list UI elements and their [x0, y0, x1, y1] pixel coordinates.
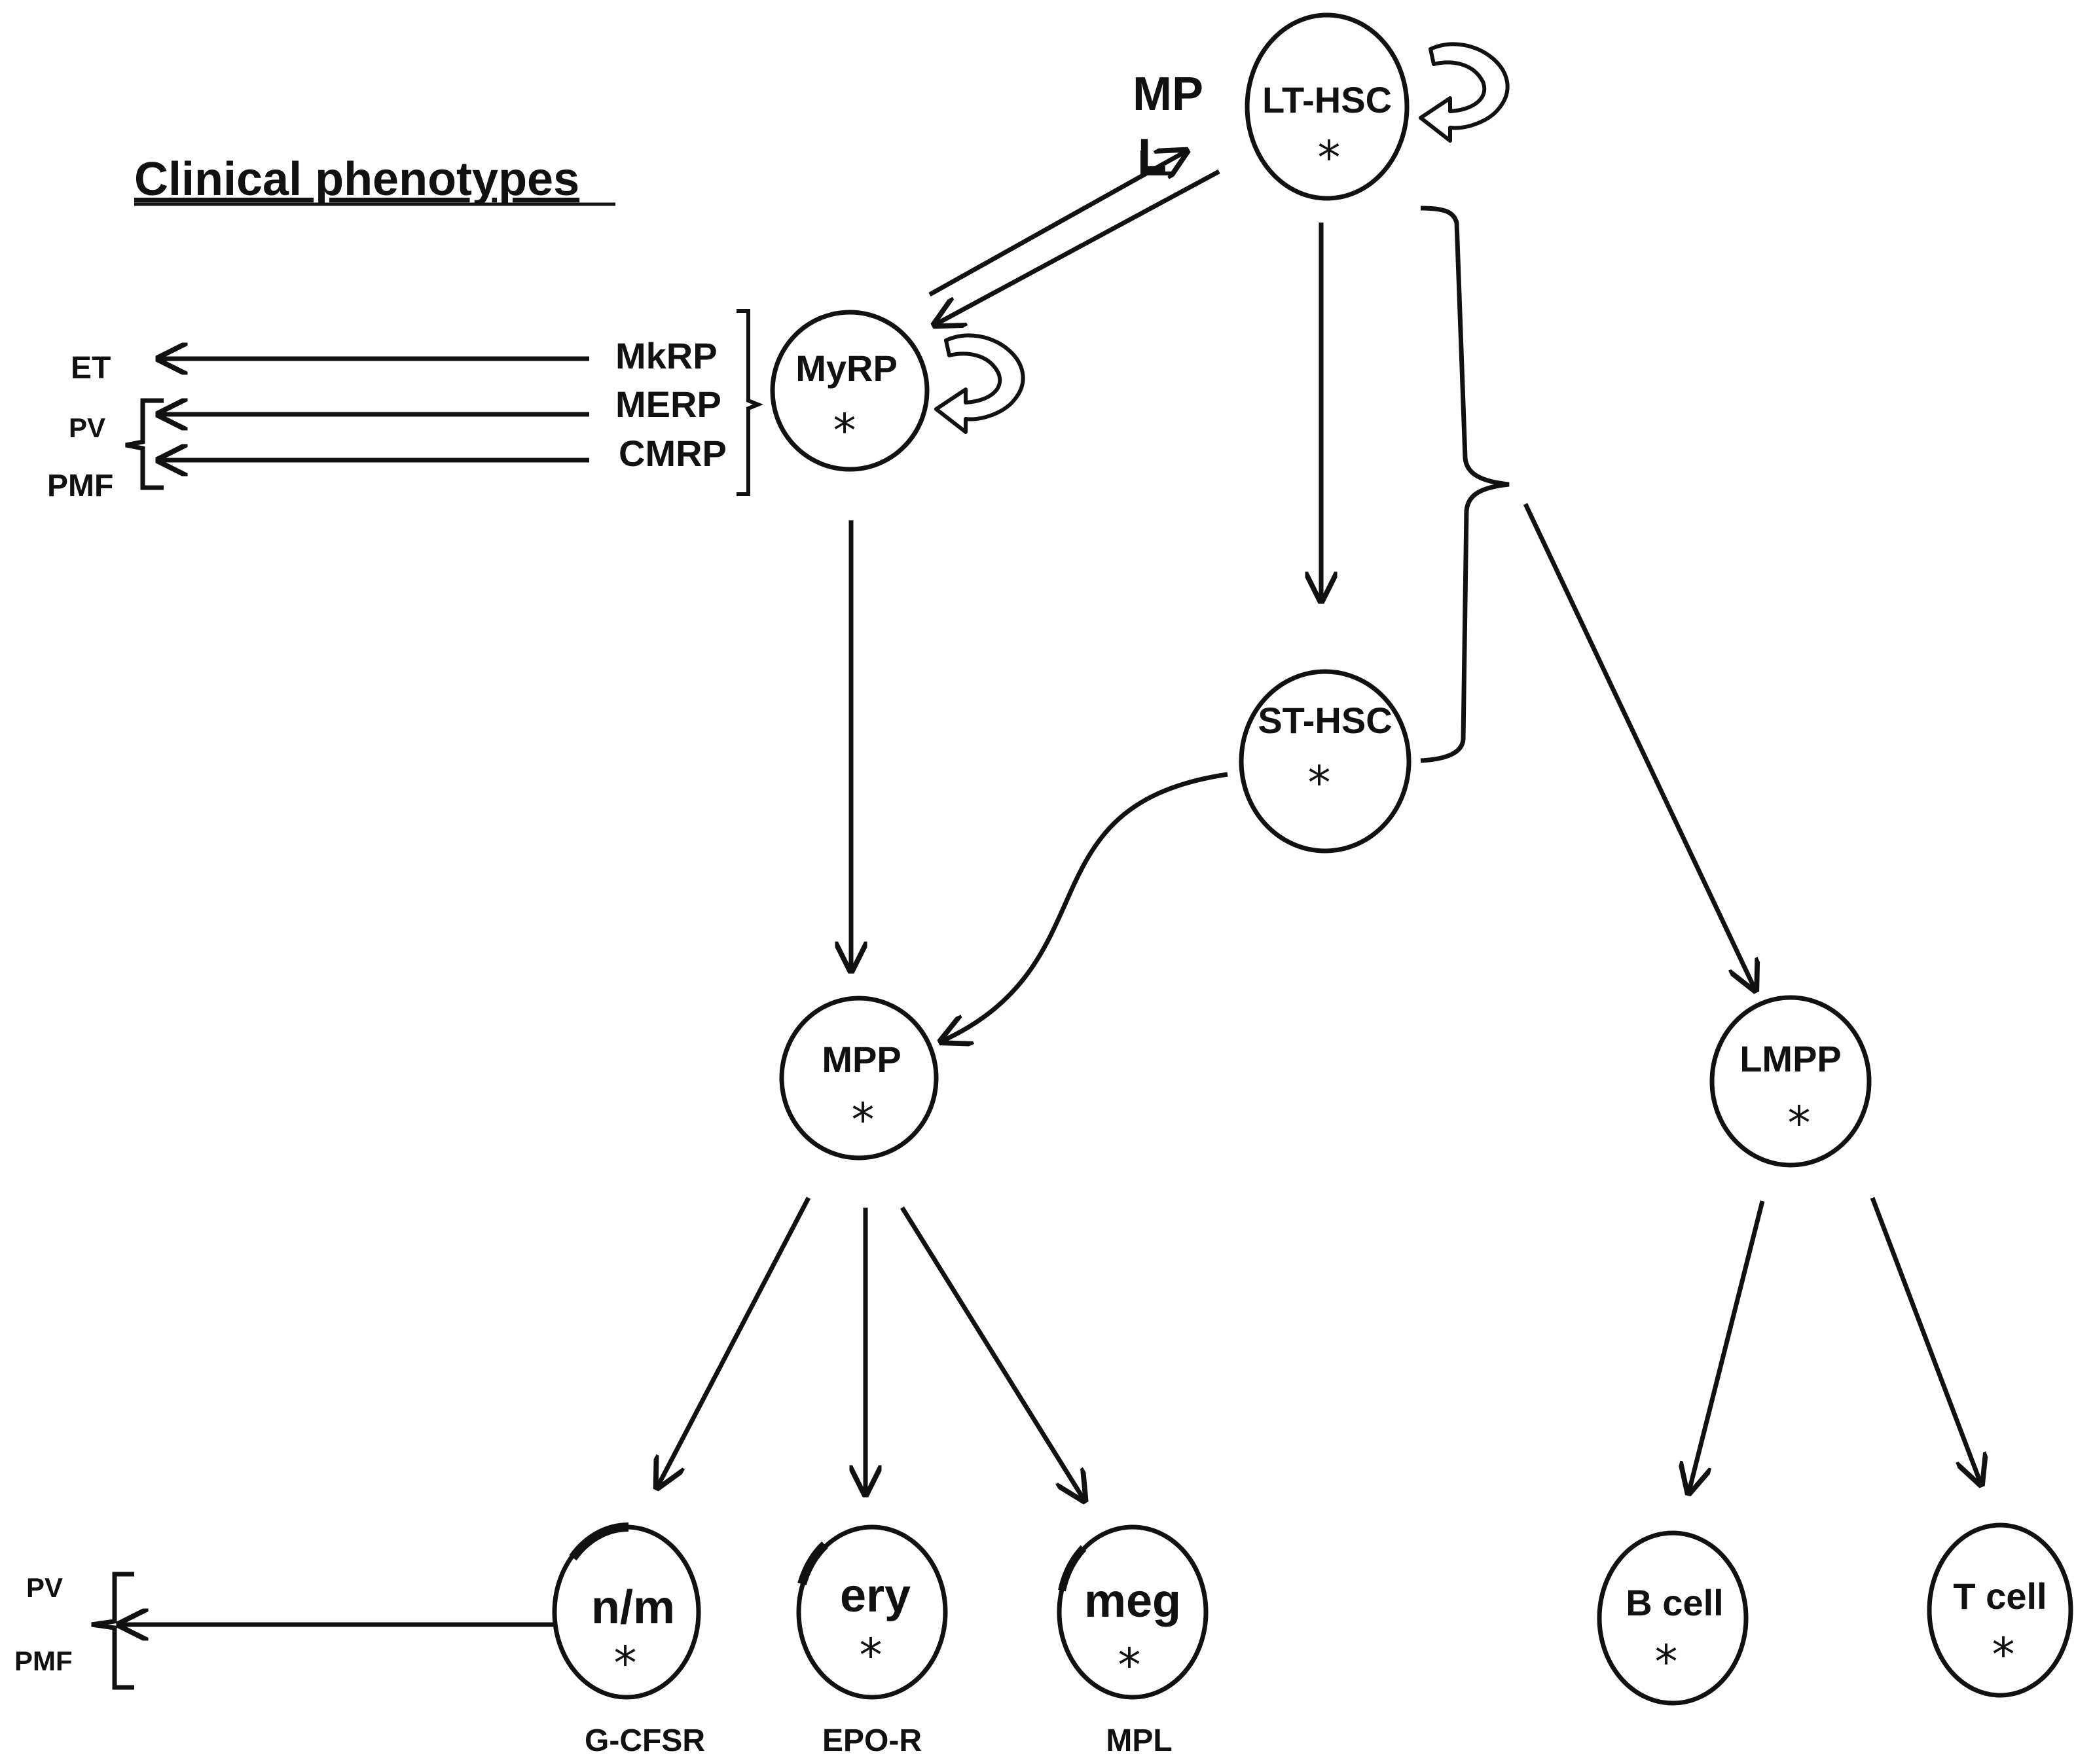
node-meg: meg *	[1057, 1524, 1209, 1700]
arrow-to-lmpp	[1523, 503, 1755, 988]
meg-label: meg	[1084, 1575, 1181, 1627]
phenotype-bracket-top	[125, 398, 164, 490]
myrp-circle	[770, 310, 930, 472]
diagram-title: Clinical phenotypes	[134, 153, 579, 206]
lmpp-circle	[1709, 995, 1872, 1168]
bcell-circle	[1597, 1530, 1749, 1706]
node-lt-hsc: LT-HSC *	[1245, 12, 1410, 201]
node-lmpp: LMPP *	[1709, 995, 1872, 1168]
progenitor-cmrp: CMRP	[619, 433, 727, 474]
tcell-asterisk: *	[1992, 1628, 2015, 1682]
tcell-circle	[1927, 1522, 2073, 1698]
lmpp-asterisk: *	[1788, 1096, 1811, 1150]
receptor-gcfsr: G-CFSR	[585, 1723, 705, 1758]
ery-label: ery	[840, 1570, 911, 1622]
progenitor-mkrp: MkRP	[615, 335, 718, 376]
node-myrp: MyRP *	[770, 310, 930, 472]
ery-circle-shadow	[797, 1541, 828, 1586]
meg-circle	[1057, 1524, 1209, 1700]
arrow-myrp-to-lt-hsc	[928, 152, 1185, 297]
mpp-circle	[779, 996, 939, 1161]
mpl-label-top: MP	[1133, 68, 1203, 120]
arrow-lt-hsc-to-myrp	[936, 169, 1220, 324]
node-mpp: MPP *	[779, 996, 939, 1161]
receptor-mpl: MPL	[1106, 1723, 1172, 1758]
lt-hsc-self-renewal-icon	[1419, 42, 1510, 143]
myrp-asterisk: *	[833, 404, 856, 458]
nm-label: n/m	[591, 1581, 675, 1634]
phenotype-et: ET	[71, 351, 111, 386]
arrow-st-hsc-to-mpp	[943, 772, 1228, 1041]
lt-hsc-label: LT-HSC	[1262, 79, 1392, 120]
node-ery: ery *	[796, 1524, 948, 1700]
lt-hsc-circle	[1245, 12, 1410, 201]
arrow-lmpp-to-tcell	[1870, 1197, 1980, 1483]
arrow-lmpp-to-bcell	[1689, 1200, 1765, 1491]
st-hsc-circle	[1239, 669, 1411, 854]
progenitor-merp: MERP	[615, 384, 721, 425]
st-hsc-asterisk: *	[1308, 756, 1331, 810]
mpl-label-mp: MP	[1133, 68, 1203, 120]
ery-circle	[796, 1524, 948, 1700]
myrp-label: MyRP	[795, 348, 898, 389]
nm-circle-shadow	[569, 1522, 629, 1561]
myrp-self-renewal-icon	[934, 333, 1025, 434]
phenotype-pmf-bottom: PMF	[14, 1646, 73, 1676]
arrow-mpp-to-nm	[658, 1197, 811, 1486]
phenotype-pmf-top: PMF	[47, 469, 113, 503]
phenotype-pv-top: PV	[69, 412, 105, 443]
lmpp-label: LMPP	[1739, 1038, 1842, 1079]
meg-circle-shadow	[1058, 1545, 1087, 1592]
tcell-label: T cell	[1953, 1575, 2047, 1617]
node-st-hsc: ST-HSC *	[1239, 669, 1411, 854]
ery-asterisk: *	[860, 1629, 883, 1682]
bcell-label: B cell	[1626, 1582, 1723, 1623]
arrow-mpp-to-meg	[900, 1206, 1084, 1499]
node-bcell: B cell *	[1597, 1530, 1749, 1706]
st-hsc-label: ST-HSC	[1258, 700, 1392, 741]
mpp-asterisk: *	[852, 1093, 875, 1147]
bcell-asterisk: *	[1655, 1635, 1678, 1689]
node-nm: n/m *	[552, 1522, 701, 1700]
mpp-label: MPP	[822, 1039, 901, 1080]
nm-asterisk: *	[614, 1636, 637, 1690]
progenitor-bracket	[737, 309, 764, 496]
meg-asterisk: *	[1118, 1638, 1141, 1692]
phenotype-pv-bottom: PV	[26, 1572, 63, 1603]
lt-hsc-asterisk: *	[1318, 131, 1341, 185]
phenotype-bracket-bottom	[91, 1572, 134, 1690]
hsc-bracket	[1420, 206, 1510, 763]
node-tcell: T cell *	[1927, 1522, 2073, 1698]
receptor-epor: EPO-R	[822, 1723, 922, 1758]
mpl-l-arrow	[1140, 151, 1172, 175]
